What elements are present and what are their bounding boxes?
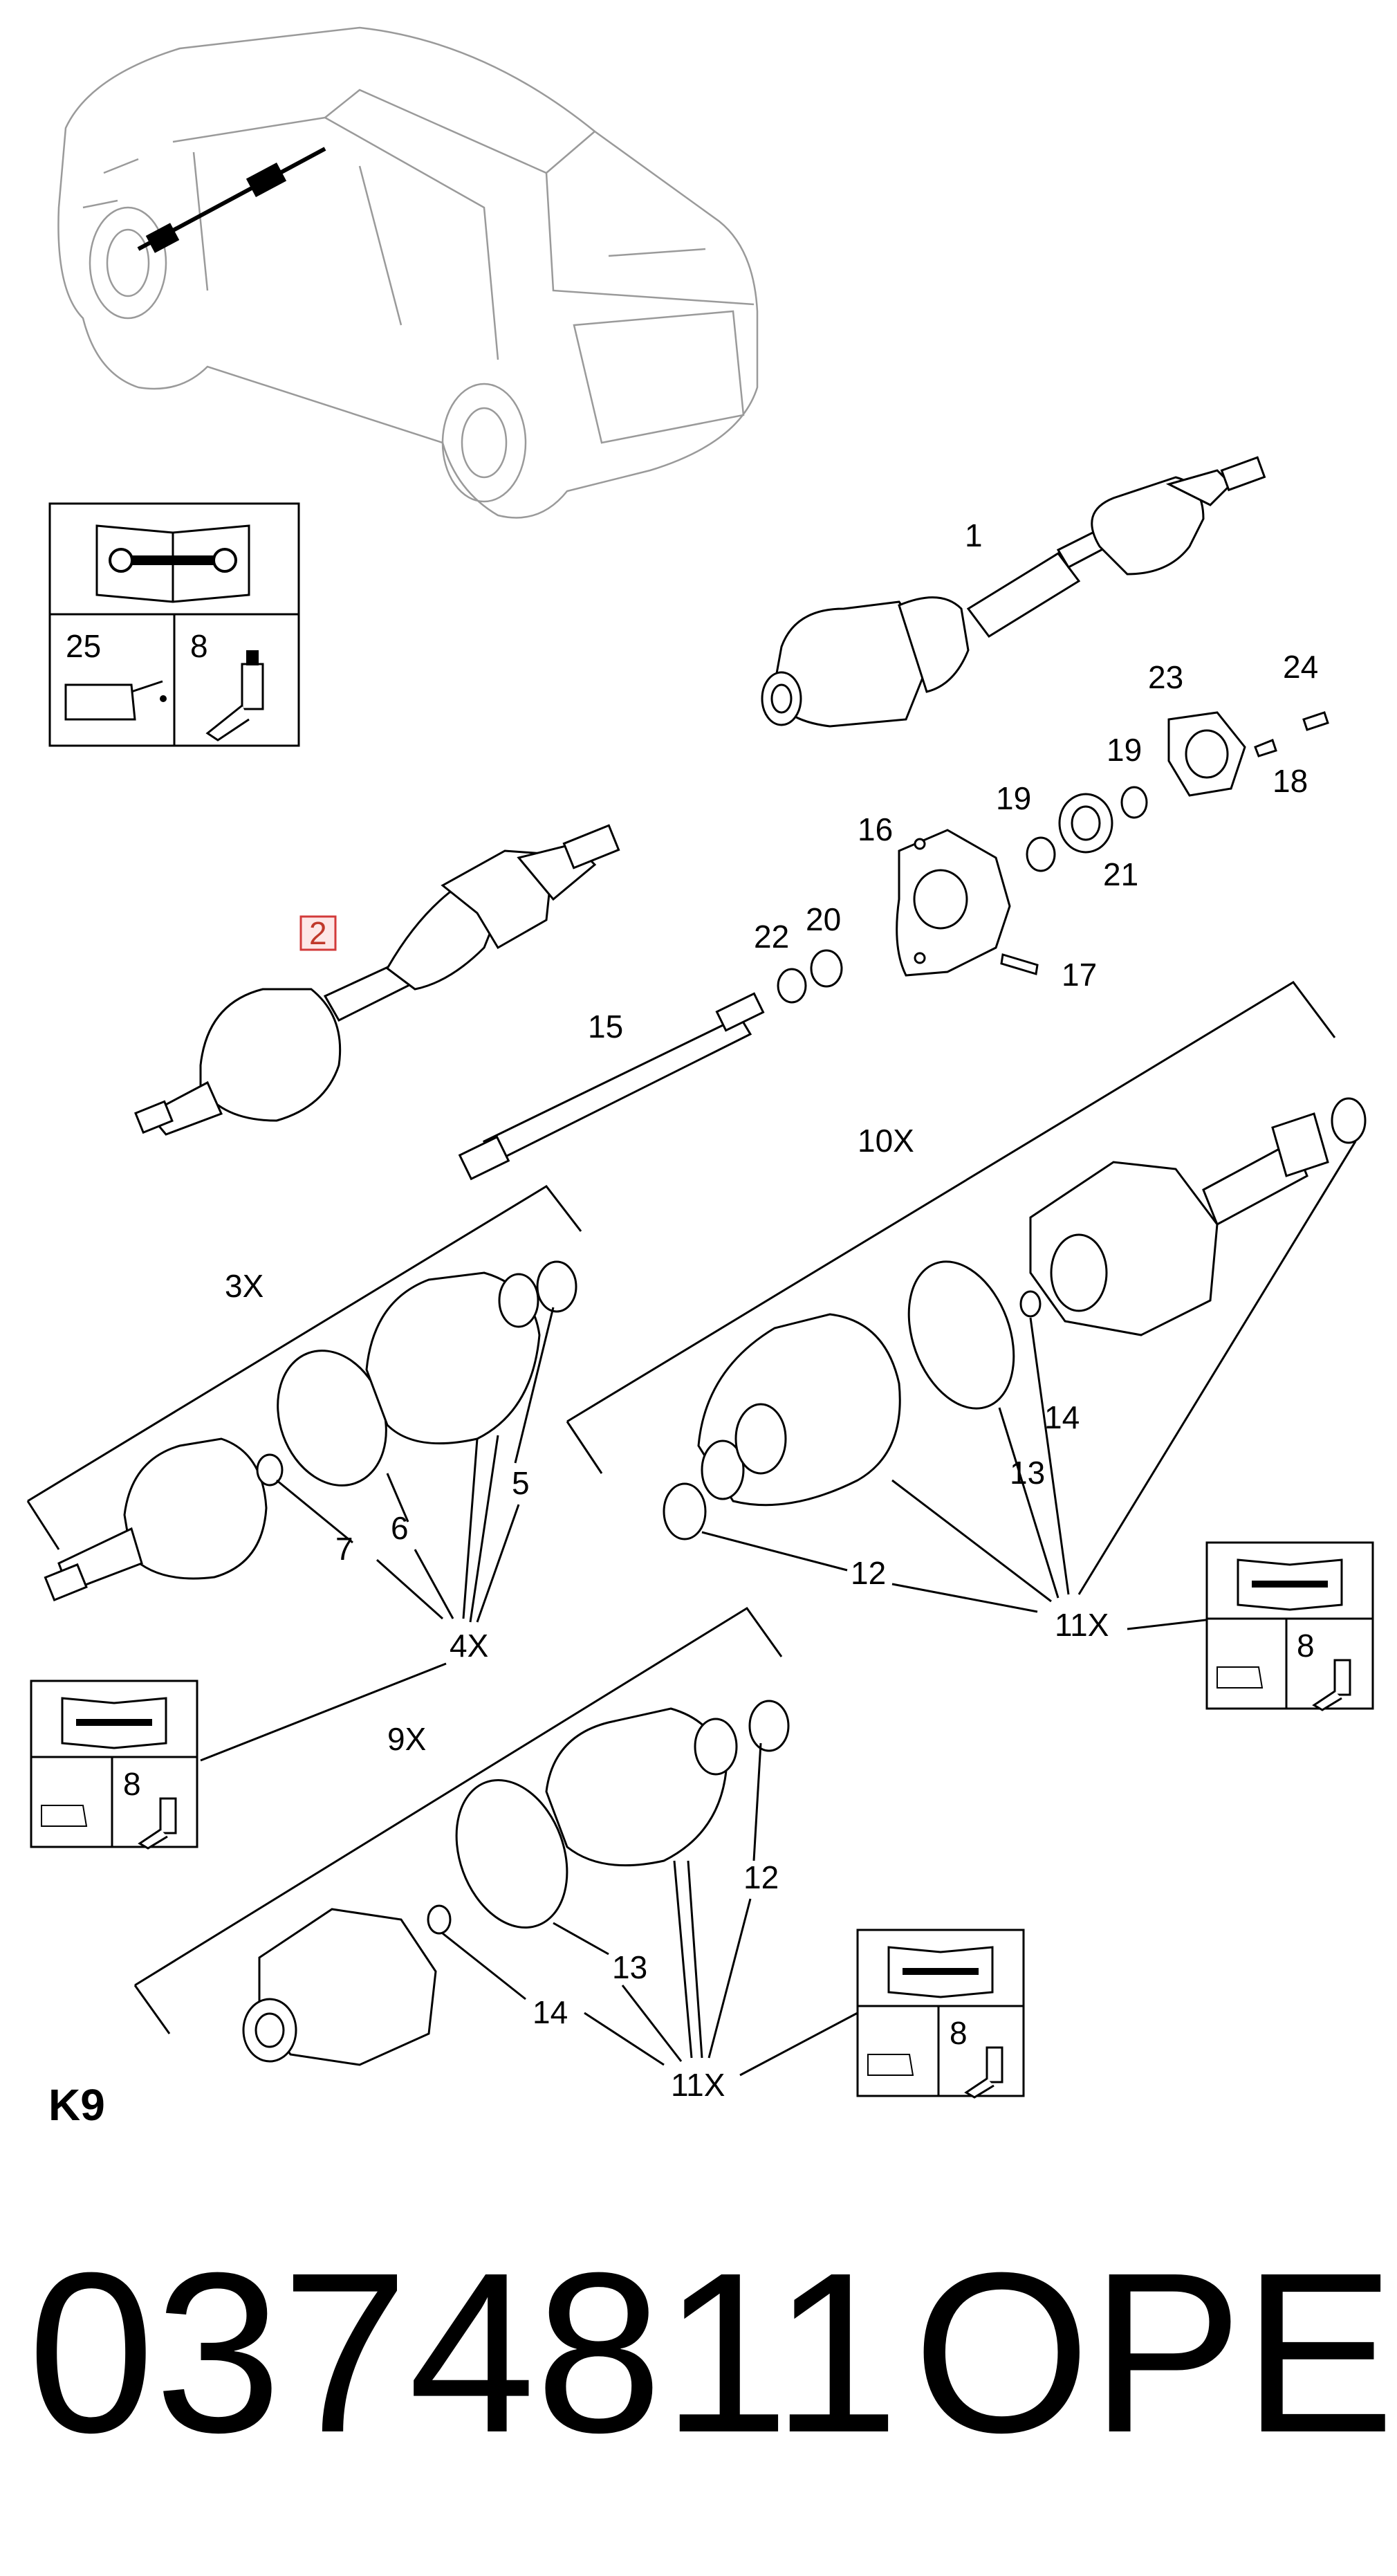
- bearing: [1058, 793, 1113, 854]
- tool-qty-bottom: 8: [950, 2015, 968, 2051]
- clamp-12-9x: [748, 1700, 790, 1752]
- label-part-23: 23: [1148, 659, 1183, 695]
- tool-qty-left: 8: [123, 1766, 141, 1802]
- label-part-5: 5: [512, 1465, 530, 1501]
- label-kit-3x: 3X: [225, 1268, 263, 1304]
- kit-9x-bracket: [133, 1606, 783, 2034]
- label-part-2: 2: [309, 915, 327, 951]
- highlight-box: [299, 915, 337, 951]
- label-kit-10x: 10X: [858, 1123, 914, 1159]
- special-tool-icon: [205, 650, 264, 742]
- oil-can-icon: [64, 680, 167, 721]
- label-part-14-10x: 14: [1044, 1399, 1080, 1435]
- ring-14-9x: [427, 1904, 452, 1935]
- label-kit-4x: 4X: [450, 1628, 488, 1664]
- snap-rings: [777, 786, 1148, 1004]
- clamp-13-9x: [455, 1778, 568, 1929]
- tripod-housing-9x: [242, 1908, 437, 2066]
- label-part-1: 1: [965, 517, 983, 553]
- label-part-22: 22: [754, 919, 789, 955]
- ring-7-3x: [256, 1453, 284, 1487]
- bearing-cap: [1167, 711, 1246, 797]
- label-part-15: 15: [588, 1009, 623, 1045]
- clamp-13-10x: [907, 1260, 1015, 1410]
- label-kit-11x-a: 11X: [1055, 1607, 1109, 1643]
- label-part-12-10x: 12: [851, 1555, 886, 1591]
- label-part-19a: 19: [996, 780, 1031, 816]
- outer-cv-joint-10x: [1029, 1112, 1329, 1336]
- intermediate-shaft: [458, 992, 765, 1181]
- label-part-21: 21: [1103, 856, 1138, 892]
- boot-3x: [365, 1271, 541, 1445]
- label-part-24: 24: [1283, 649, 1318, 685]
- label-part-18: 18: [1273, 763, 1308, 799]
- boot-9x: [545, 1707, 738, 1867]
- circlip-10x: [1331, 1097, 1367, 1144]
- section-code: K9: [48, 2080, 105, 2130]
- ring-14-10x: [1019, 1290, 1042, 1318]
- label-part-12-9x: 12: [743, 1859, 779, 1895]
- bearing-bracket: [896, 829, 1011, 977]
- label-part-14-9x: 14: [533, 1994, 568, 2030]
- driveshaft-assembly-left: [134, 824, 620, 1136]
- vehicle-illustration: [57, 26, 759, 519]
- outer-joint-3x: [44, 1437, 268, 1602]
- kit-10x-bracket: [566, 981, 1336, 1474]
- driveshaft-assembly-right: [761, 456, 1266, 728]
- clamp-12-10x: [663, 1482, 707, 1540]
- label-part-13-10x: 13: [1010, 1455, 1045, 1491]
- tool-qty-right: 8: [1297, 1628, 1315, 1664]
- label-part-17: 17: [1062, 957, 1097, 993]
- fluid-quantity-label: 25: [66, 628, 101, 664]
- manual-book-icon: [95, 524, 250, 603]
- label-kit-9x: 9X: [387, 1721, 426, 1757]
- service-info-box-bottom: 8: [856, 1929, 1025, 2099]
- bolts: [1000, 711, 1329, 975]
- label-part-20: 20: [806, 901, 841, 937]
- service-info-box-right: 8: [1205, 1541, 1374, 1711]
- clamp-5-3x: [536, 1260, 577, 1313]
- brand-name: OPEL: [913, 2225, 1397, 2480]
- label-part-13-9x: 13: [612, 1949, 647, 1985]
- service-info-box-main: 25 8: [48, 502, 300, 747]
- label-kit-11x-b: 11X: [671, 2067, 725, 2103]
- label-part-19b: 19: [1107, 732, 1142, 768]
- label-part-16: 16: [858, 811, 893, 847]
- part-number: 0374811: [28, 2225, 899, 2480]
- kit-3x-bracket: [26, 1185, 582, 1550]
- tool-quantity-label: 8: [190, 628, 208, 664]
- boot-10x: [697, 1313, 901, 1507]
- service-info-box-left: 8: [30, 1680, 198, 1850]
